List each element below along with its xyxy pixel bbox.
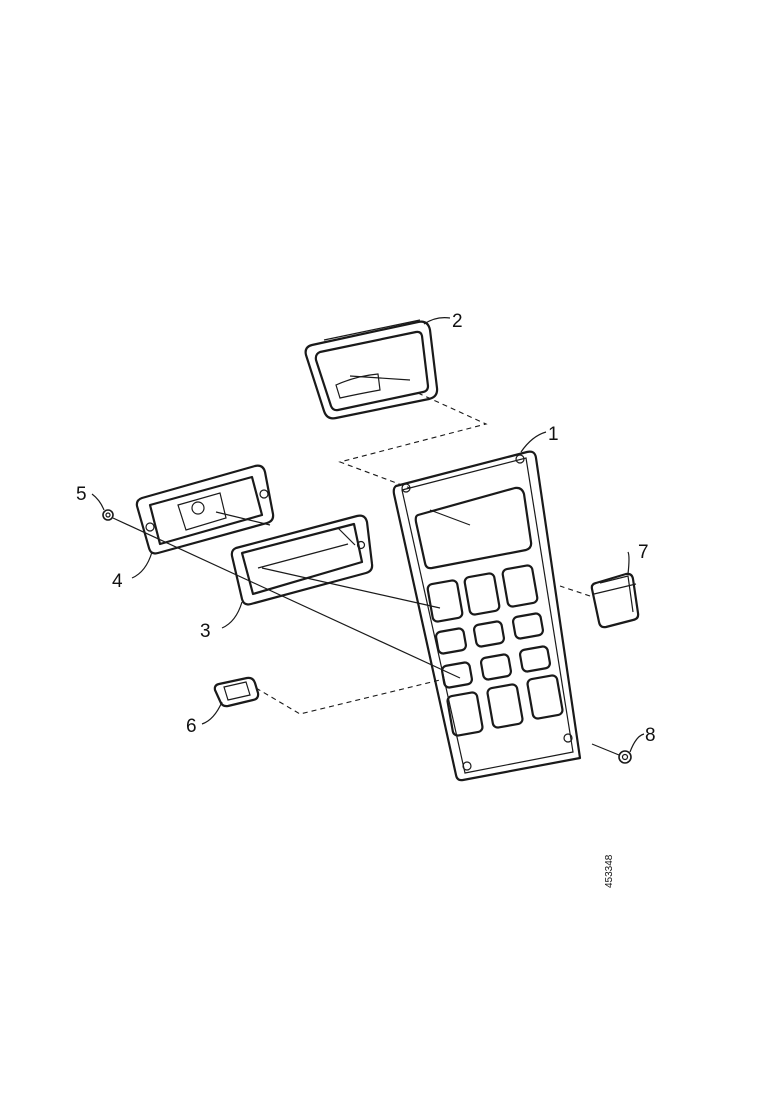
part-1-switch-panel (392, 450, 582, 782)
callout-4: 4 (112, 571, 123, 592)
assembly-lines (255, 392, 591, 715)
part-4-bracket (135, 464, 275, 555)
callout-3: 3 (200, 621, 211, 642)
part-8-screw (591, 743, 632, 764)
part-2-display-cover (304, 319, 439, 420)
callout-7: 7 (638, 542, 649, 563)
callout-labels: 1 2 3 4 5 6 7 8 (76, 311, 656, 746)
part-7-switch (590, 572, 640, 629)
callout-6: 6 (186, 716, 197, 737)
callout-2: 2 (452, 311, 463, 332)
part-3-lens (230, 514, 374, 606)
part-5-screw (102, 509, 114, 521)
callout-leaders (91, 317, 645, 753)
callout-8: 8 (645, 725, 656, 746)
part-6-button-cap (213, 676, 260, 708)
callout-5: 5 (76, 484, 87, 505)
leader-lines (112, 375, 471, 679)
callout-1: 1 (548, 424, 559, 445)
reference-number: 453348 (604, 854, 615, 888)
